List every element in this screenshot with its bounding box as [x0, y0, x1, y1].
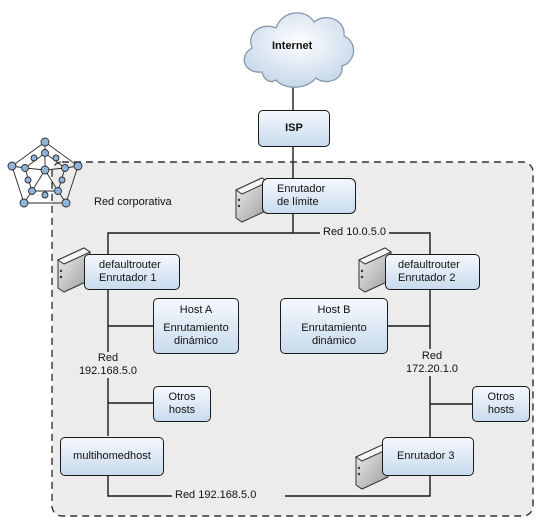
router2-line1: defaultrouter [398, 259, 460, 271]
other-hosts-right-line2: hosts [487, 404, 515, 416]
multihomed-host-box: multihomedhost [60, 437, 164, 476]
other-hosts-left-line2: hosts [168, 404, 196, 416]
connection-lines [107, 85, 472, 497]
right-subnet-label: Red 172.20.1.0 [396, 350, 468, 376]
router1-line2: Enrutador 1 [99, 272, 157, 284]
other-hosts-right-box: Otros hosts [472, 386, 530, 422]
router1-line1: defaultrouter [99, 259, 161, 271]
multihomed-host-label: multihomedhost [73, 450, 151, 462]
host-a-box: Host A Enrutamiento dinámico [153, 298, 239, 354]
router1-box: defaultrouter Enrutador 1 [84, 254, 180, 290]
router2-line2: Enrutador 2 [398, 272, 456, 284]
host-b-title: Host B [317, 304, 351, 316]
isp-label: ISP [285, 122, 303, 134]
isp-box: ISP [258, 110, 330, 147]
router3-box: Enrutador 3 [382, 437, 474, 476]
router-icon [357, 247, 393, 293]
router-icon [234, 177, 270, 223]
left-subnet-line1: Red [97, 352, 119, 364]
host-a-line2: Enrutamiento [163, 322, 229, 334]
border-router-line2: de límite [277, 196, 319, 208]
corporate-network-label: Red corporativa [94, 196, 172, 208]
host-a-title: Host A [179, 304, 213, 316]
other-hosts-left-box: Otros hosts [153, 386, 211, 422]
other-hosts-right-line1: Otros [487, 391, 515, 403]
right-subnet-line2: 172.20.1.0 [406, 363, 458, 375]
left-subnet-label: Red 192.168.5.0 [72, 352, 144, 378]
left-subnet-line2: 192.168.5.0 [78, 365, 138, 377]
router2-box: defaultrouter Enrutador 2 [385, 254, 480, 290]
border-router-box: Enrutador de límite [262, 178, 356, 214]
border-router-line1: Enrutador [277, 183, 326, 195]
other-hosts-left-line1: Otros [168, 391, 196, 403]
internet-label: Internet [272, 40, 313, 52]
host-b-box: Host B Enrutamiento dinámico [280, 298, 388, 354]
host-b-line2: Enrutamiento [301, 322, 367, 334]
cloud-icon [243, 12, 355, 88]
network-topology-icon [7, 137, 83, 208]
bottom-network-label: Red 192.168.5.0 [172, 489, 260, 502]
backbone-network-label: Red 10.0.5.0 [320, 226, 389, 239]
router3-label: Enrutador 3 [397, 450, 455, 462]
host-a-line3: dinámico [173, 335, 219, 347]
right-subnet-line1: Red [421, 350, 443, 362]
host-b-line3: dinámico [311, 335, 357, 347]
